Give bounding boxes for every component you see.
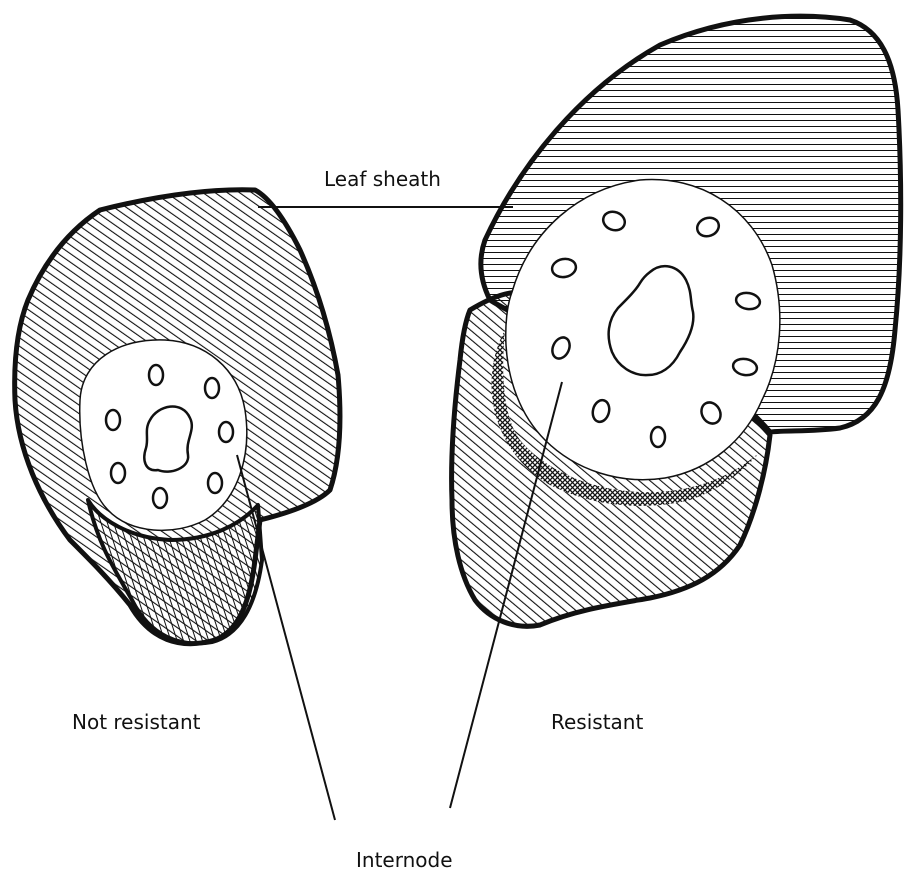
not-resistant-label: Not resistant bbox=[72, 712, 201, 732]
resistant-label: Resistant bbox=[551, 712, 643, 732]
not-resistant-central-cavity bbox=[144, 406, 191, 471]
internode-label: Internode bbox=[356, 850, 453, 870]
not-resistant-stem bbox=[15, 190, 340, 644]
resistant-stem bbox=[452, 16, 901, 626]
leaf-sheath-label: Leaf sheath bbox=[324, 169, 441, 189]
